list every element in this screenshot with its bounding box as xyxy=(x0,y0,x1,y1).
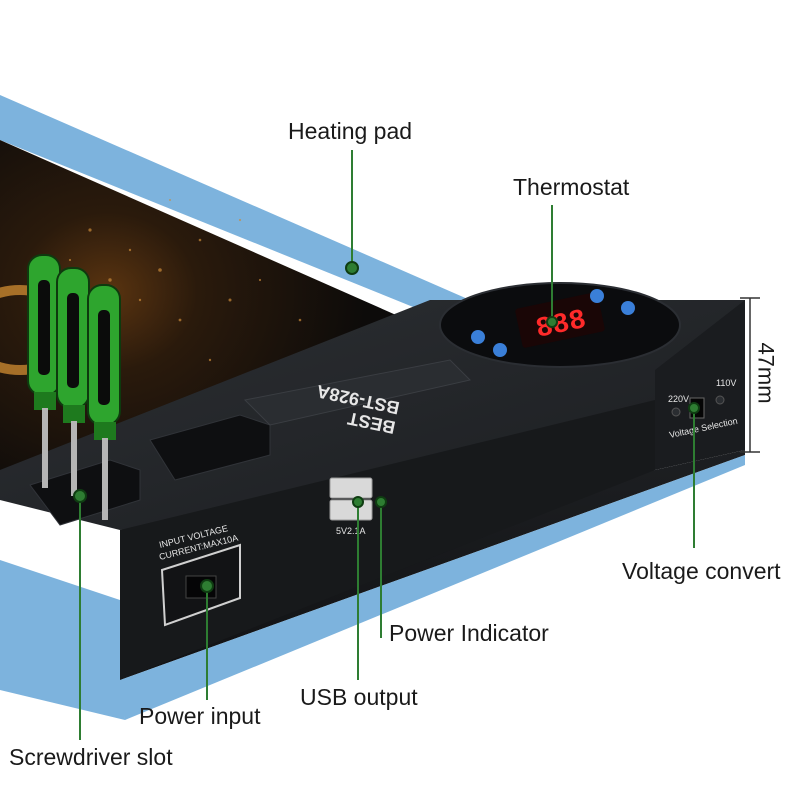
callout-thermostat-dot xyxy=(546,316,558,328)
thermostat-button-down[interactable] xyxy=(590,289,604,303)
voltage-indicator-left xyxy=(671,407,681,417)
label-power-indicator: Power Indicator xyxy=(389,620,549,646)
thermostat-display xyxy=(515,292,605,348)
thermostat-panel: 888 xyxy=(439,282,681,368)
label-voltage-converter: Voltage convert xyxy=(622,558,781,584)
callout-heating-pad-dot xyxy=(345,261,359,275)
model-plate xyxy=(243,359,471,426)
screwdriver-3[interactable] xyxy=(87,284,121,520)
dimension-bracket xyxy=(740,297,760,453)
thermostat-button-up[interactable] xyxy=(493,343,507,357)
label-thermostat: Thermostat xyxy=(513,174,630,200)
label-power-input: Power input xyxy=(139,703,261,729)
screwdrivers xyxy=(27,254,121,520)
callout-power-input-dot xyxy=(200,579,214,593)
callout-screwdriver-dot xyxy=(73,489,87,503)
body-front xyxy=(120,450,745,680)
callout-power-indicator-dot xyxy=(375,496,387,508)
base-strip xyxy=(120,455,745,720)
label-heating-pad: Heating pad xyxy=(288,118,413,144)
label-dimension: 47mm xyxy=(753,342,779,404)
pad-frame-bottom xyxy=(0,560,125,720)
label-usb-output: USB output xyxy=(300,684,418,710)
voltage-indicator-right xyxy=(715,395,725,405)
label-screwdriver-slot: Screwdriver slot xyxy=(9,744,173,770)
callout-usb-dot xyxy=(352,496,364,508)
callout-voltage-dot xyxy=(688,402,700,414)
tray-slot-2 xyxy=(149,414,271,481)
body-front-face xyxy=(120,400,655,680)
body-side xyxy=(655,300,745,470)
thermostat-button-mode[interactable] xyxy=(621,301,635,315)
screwdriver-2[interactable] xyxy=(56,267,90,496)
voltage-220-label: 220V xyxy=(668,394,689,404)
callouts xyxy=(73,150,700,740)
thermostat-button-set[interactable] xyxy=(471,330,485,344)
voltage-110-label: 110V xyxy=(716,378,736,388)
usb-port-1[interactable] xyxy=(329,477,373,499)
usb-port-2[interactable] xyxy=(329,499,373,521)
usb-rating-text: 5V2.1A xyxy=(336,526,366,536)
